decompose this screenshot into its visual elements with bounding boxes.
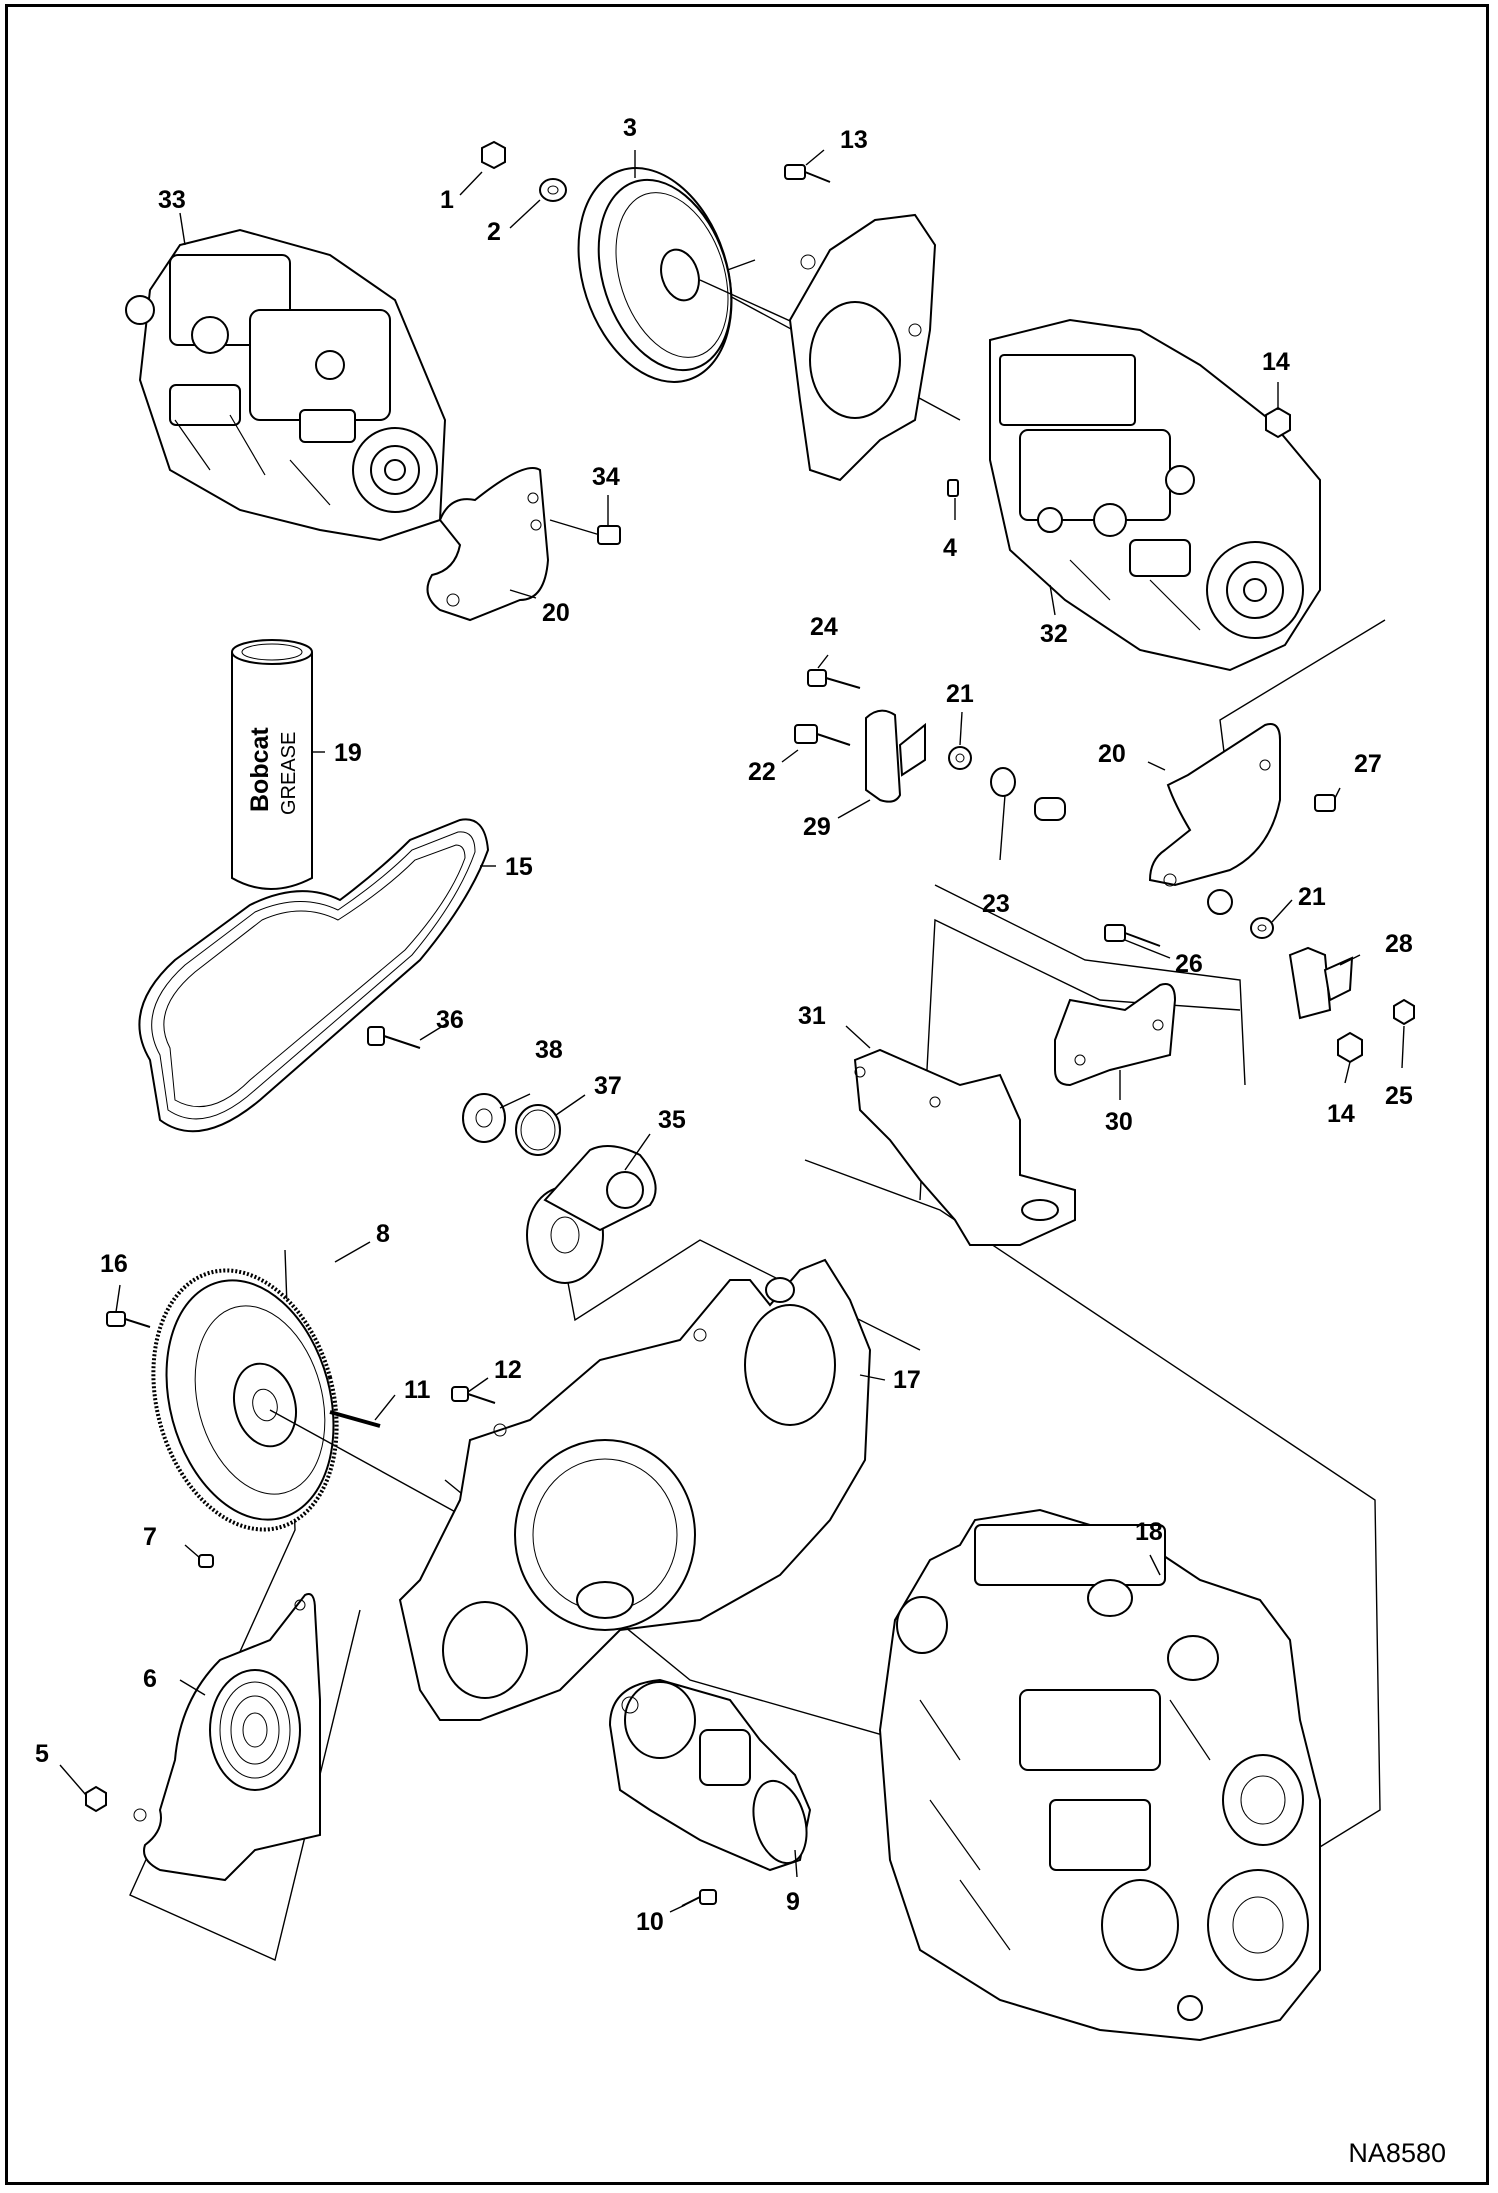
callout-16: 16 — [100, 1250, 128, 1278]
o-ring-37 — [515, 1104, 561, 1156]
callout-14-top: 14 — [1262, 348, 1290, 376]
callout-35: 35 — [658, 1106, 686, 1134]
callout-15: 15 — [505, 853, 533, 881]
callout-3: 3 — [623, 114, 637, 142]
hydrostatic-pump-33 — [125, 228, 447, 542]
pump-plate — [788, 213, 937, 482]
callout-18: 18 — [1135, 1518, 1163, 1546]
callout-9: 9 — [786, 1888, 800, 1916]
bolt-10 — [681, 1889, 717, 1907]
bolt-24 — [807, 669, 861, 689]
bracket-30 — [1054, 983, 1177, 1087]
flywheel-housing-17 — [398, 1258, 872, 1721]
bolt-34 — [549, 519, 621, 545]
callout-34: 34 — [592, 463, 620, 491]
cover-6 — [133, 1593, 321, 1882]
hydrostatic-pump-32 — [989, 318, 1321, 672]
callout-20-right: 20 — [1098, 740, 1126, 768]
callout-24: 24 — [810, 613, 838, 641]
callout-19: 19 — [334, 739, 362, 767]
nut-14-top — [1265, 406, 1291, 439]
callout-10: 10 — [636, 1908, 664, 1936]
bolt-5 — [85, 1785, 107, 1813]
spacers-23 — [990, 767, 1233, 915]
callout-21-lower: 21 — [1298, 883, 1326, 911]
washer-2 — [539, 178, 567, 202]
nut-1 — [481, 140, 506, 170]
callout-4: 4 — [943, 534, 957, 562]
diagram-frame — [5, 4, 1489, 2185]
bolt-12 — [451, 1386, 496, 1404]
washer-21-upper — [948, 746, 972, 770]
callout-14-lower: 14 — [1327, 1100, 1355, 1128]
engine-18 — [878, 1508, 1321, 2042]
callout-8: 8 — [376, 1220, 390, 1248]
callout-1: 1 — [440, 186, 454, 214]
mount-bracket-20-right — [1148, 723, 1281, 887]
bolt-16 — [106, 1311, 151, 1328]
grease-brand-label: Bobcat — [246, 727, 274, 812]
callout-12: 12 — [494, 1356, 522, 1384]
callout-leaders — [59, 149, 1405, 1913]
pin-11 — [329, 1410, 381, 1428]
callout-25: 25 — [1385, 1082, 1413, 1110]
washer-38 — [462, 1093, 506, 1143]
nut-14-lower — [1337, 1031, 1363, 1064]
callout-32: 32 — [1040, 620, 1068, 648]
callout-29: 29 — [803, 813, 831, 841]
callout-6: 6 — [143, 1665, 157, 1693]
callout-31: 31 — [798, 1002, 826, 1030]
callout-7: 7 — [143, 1523, 157, 1551]
callout-28: 28 — [1385, 930, 1413, 958]
idler-tensioner-35 — [526, 1145, 657, 1284]
callout-22: 22 — [748, 758, 776, 786]
callout-37: 37 — [594, 1072, 622, 1100]
callout-33: 33 — [158, 186, 186, 214]
key-4 — [947, 479, 959, 497]
callout-36: 36 — [436, 1006, 464, 1034]
bolt-36 — [367, 1026, 421, 1049]
washer-21-lower — [1250, 917, 1274, 939]
callout-23: 23 — [982, 890, 1010, 918]
callout-17: 17 — [893, 1366, 921, 1394]
callout-38: 38 — [535, 1036, 563, 1064]
callout-30: 30 — [1105, 1108, 1133, 1136]
drawing-number: NA8580 — [1348, 2138, 1446, 2168]
starter-9 — [608, 1678, 812, 1872]
callout-21-upper: 21 — [946, 680, 974, 708]
callout-11: 11 — [404, 1376, 431, 1404]
flywheel-8 — [151, 1268, 471, 1532]
bolt-13 — [784, 164, 831, 183]
callout-2: 2 — [487, 218, 501, 246]
grease-product-label: GREASE — [278, 732, 300, 815]
bracket-28 — [1288, 946, 1354, 1020]
bolt-7 — [198, 1554, 214, 1568]
callout-13: 13 — [840, 126, 868, 154]
bracket-29 — [865, 709, 926, 803]
engine-mount-31 — [853, 1048, 1076, 1246]
callout-26: 26 — [1175, 950, 1203, 978]
callout-27: 27 — [1354, 750, 1382, 778]
drive-belt-15 — [138, 818, 490, 1133]
pulley-3 — [577, 167, 811, 383]
callout-5: 5 — [35, 1740, 49, 1768]
bolt-22 — [794, 724, 851, 746]
mount-bracket-20-left — [426, 467, 550, 622]
nut-25 — [1393, 998, 1415, 1026]
callout-20-left: 20 — [542, 599, 570, 627]
grease-tube-19: Bobcat GREASE — [231, 639, 313, 890]
callout-numbers: 1 2 3 4 5 6 7 8 9 10 11 12 13 14 14 15 1… — [35, 114, 1413, 1936]
bolt-27 — [1314, 794, 1336, 812]
bolt-26 — [1104, 924, 1161, 947]
